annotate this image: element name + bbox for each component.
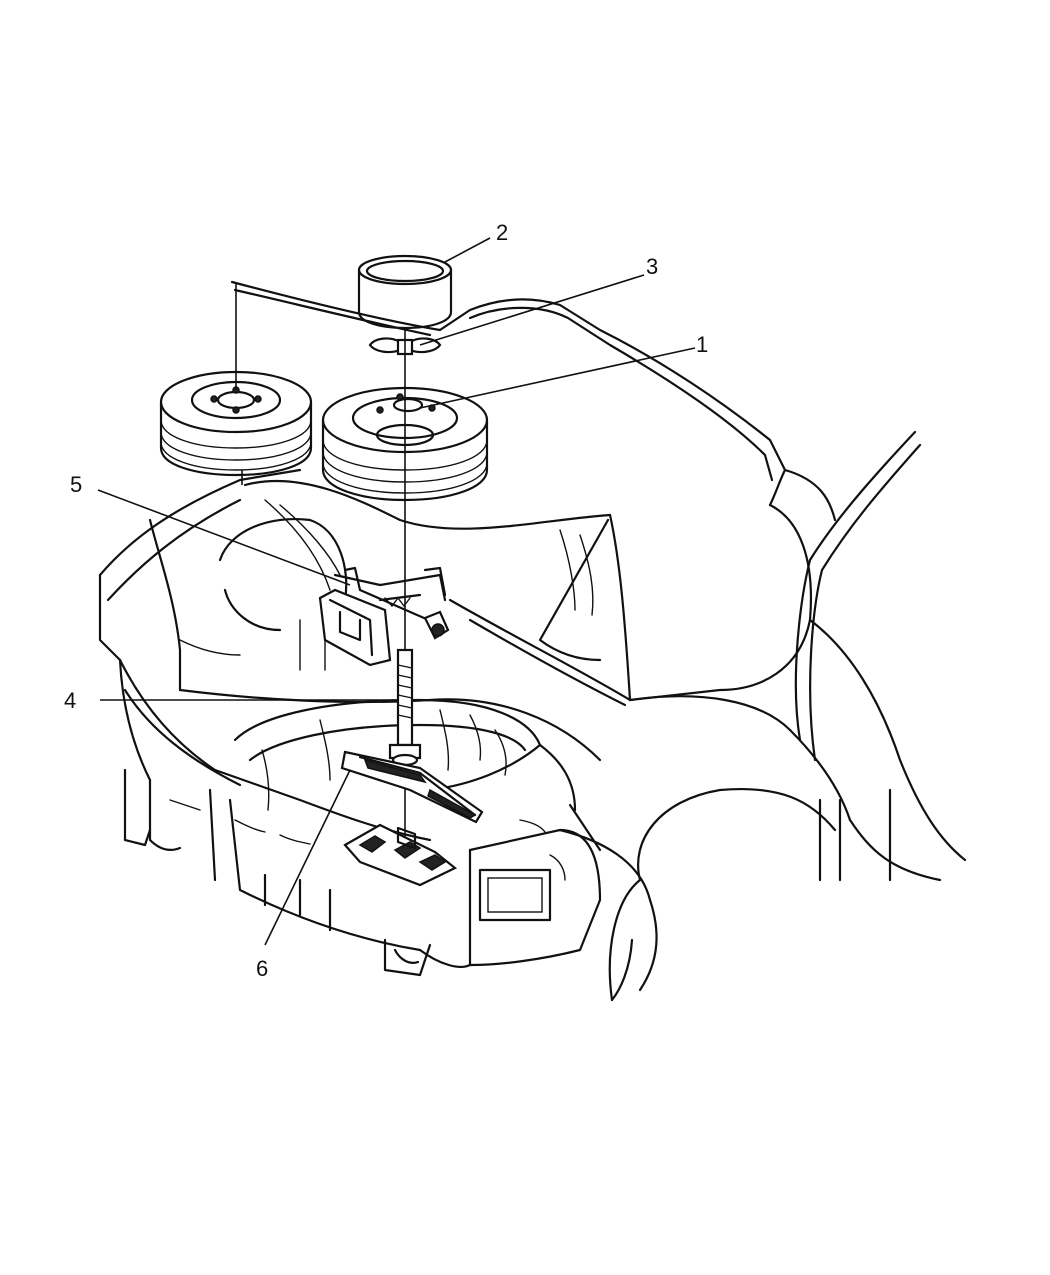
callout-labels: 1 2 3 4 5 6 [64,220,708,981]
callout-1: 1 [696,332,708,357]
leader-3 [419,274,645,346]
scissor-jack [318,566,450,667]
hold-down-bolt [388,648,422,767]
callout-2: 2 [496,220,508,245]
leader-5 [97,489,351,586]
alternate-spare-tire [159,282,313,485]
lower-mounting-bracket [343,823,458,887]
callout-4: 4 [64,688,76,713]
callout-3: 3 [646,254,658,279]
callout-6: 6 [256,956,268,981]
leader-1 [419,347,696,409]
leader-6 [264,769,351,946]
callout-leaders [97,237,696,946]
callout-5: 5 [70,472,82,497]
jack-bracket [340,750,484,824]
leader-2 [444,237,491,263]
